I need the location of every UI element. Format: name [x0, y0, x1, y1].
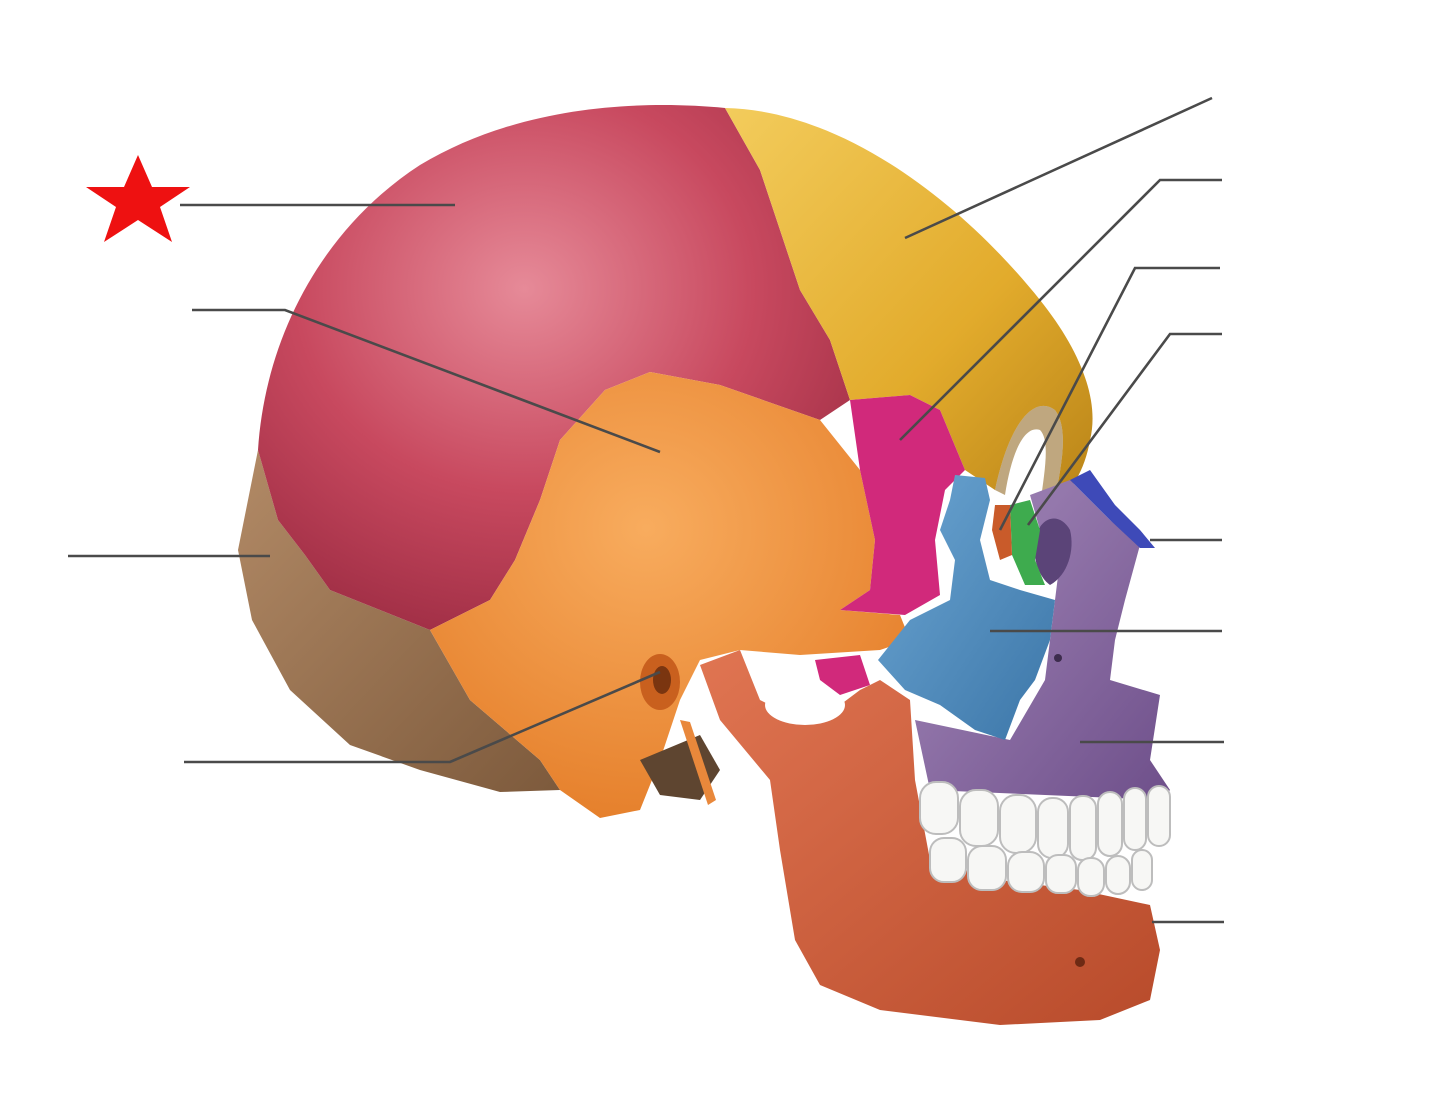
leader-frontal — [904, 96, 1213, 240]
frontal-bone — [725, 108, 1093, 500]
maxilla-bone — [915, 480, 1170, 800]
temporal-bone — [430, 372, 910, 818]
leader-sphenoid — [899, 178, 1222, 441]
leader-meatus — [184, 670, 661, 764]
sphenoid-lower — [815, 655, 870, 695]
leader-temporal — [192, 308, 661, 454]
leader-ethmoid — [998, 266, 1220, 531]
mandibular-notch-hole — [765, 685, 845, 725]
zygomatic-bone — [878, 475, 1055, 740]
leader-lines — [68, 96, 1224, 924]
styloid-process — [680, 720, 716, 805]
parietal-bone — [258, 105, 850, 631]
star-marker-icon — [86, 155, 190, 242]
occipital-bone — [238, 450, 560, 792]
mastoid-shadow — [640, 735, 720, 800]
mandible-bone — [700, 650, 1160, 1025]
orbit-cavity — [1034, 518, 1072, 585]
meatus-opening — [653, 666, 671, 694]
mental-foramen — [1075, 957, 1085, 967]
infraorbital-foramen — [1054, 654, 1062, 662]
orbital-rim-shadow — [995, 405, 1063, 505]
teeth — [919, 781, 1171, 897]
sphenoid-bone — [840, 395, 965, 615]
lacrimal-bone — [1010, 500, 1045, 585]
leader-lacrimal — [1026, 332, 1222, 526]
nasal-bone — [1070, 470, 1155, 548]
